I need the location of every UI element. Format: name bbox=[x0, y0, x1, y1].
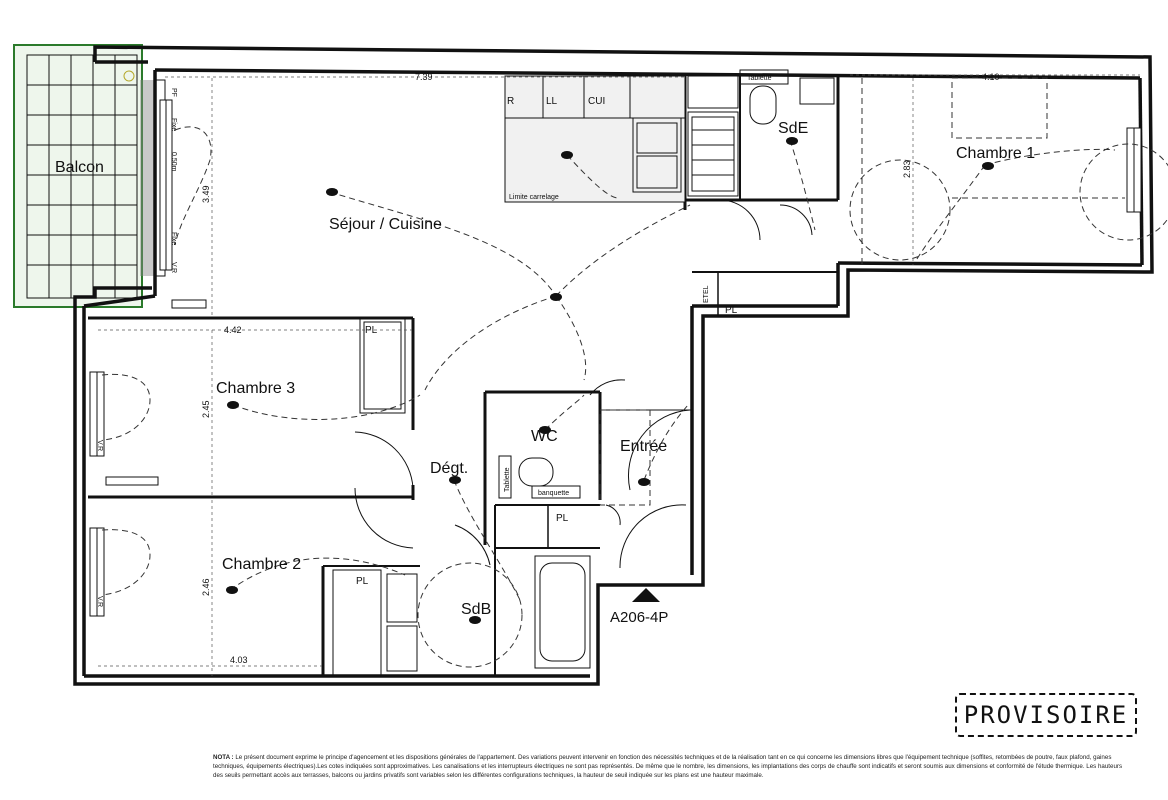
label-pl-chambre3: PL bbox=[365, 325, 378, 336]
label-vr-sejour: V.R bbox=[170, 262, 177, 273]
dim-chambre3-width: 4.42 bbox=[224, 325, 242, 335]
dim-sejour-depth: 3.49 bbox=[201, 185, 211, 203]
windows bbox=[89, 99, 1142, 617]
light-fixtures bbox=[226, 137, 994, 624]
door-swings bbox=[354, 199, 813, 569]
room-label-balcon: Balcon bbox=[55, 159, 104, 176]
dimension-lines bbox=[98, 74, 1140, 676]
dim-chambre1-width: 4.10 bbox=[982, 72, 1000, 82]
label-vr-chambre2: V.R bbox=[96, 596, 103, 607]
balcony bbox=[13, 44, 166, 308]
note-text: Le présent document exprime le principe … bbox=[213, 754, 1123, 779]
legal-note: NOTA : Le présent document exprime le pr… bbox=[213, 753, 1131, 780]
room-label-sdb: SdB bbox=[461, 601, 491, 618]
label-pl-degt: PL bbox=[556, 513, 569, 524]
label-cui: CUI bbox=[588, 96, 605, 107]
label-fixe-2: Fixe bbox=[170, 232, 177, 245]
label-pf-sejour: PF bbox=[170, 88, 177, 97]
label-pl-etel: PL bbox=[725, 305, 738, 316]
room-label-chambre3: Chambre 3 bbox=[216, 380, 295, 397]
entrance-arrow-icon bbox=[632, 588, 660, 602]
room-label-wc: WC bbox=[531, 428, 558, 445]
label-tablette-wc: Tablette bbox=[504, 467, 511, 492]
label-tablette-sde: Tablette bbox=[747, 75, 772, 82]
electrical-circuits bbox=[101, 126, 1116, 668]
note-title: NOTA : bbox=[213, 754, 234, 761]
label-ll: LL bbox=[546, 96, 558, 107]
chambre1-furniture bbox=[599, 77, 1168, 506]
label-fixe-1: Fixe bbox=[170, 118, 177, 131]
room-label-sde: SdE bbox=[778, 120, 808, 137]
label-etel: ETEL bbox=[703, 285, 710, 303]
dim-sejour-width: 7.39 bbox=[415, 72, 433, 82]
sde-fixtures bbox=[687, 69, 835, 197]
dim-chambre2-depth: 2.46 bbox=[201, 578, 211, 596]
kitchen bbox=[504, 75, 686, 203]
room-label-degt: Dégt. bbox=[430, 460, 468, 477]
label-banquette: banquette bbox=[538, 490, 569, 497]
label-pl-chambre2: PL bbox=[356, 576, 369, 587]
lot-number: A206-4P bbox=[610, 609, 668, 626]
room-label-sejour: Séjour / Cuisine bbox=[329, 216, 442, 233]
label-limite-carrelage: Limite carrelage bbox=[509, 194, 559, 201]
bathtub bbox=[534, 555, 591, 669]
dim-chambre1-depth: 2.83 bbox=[902, 160, 912, 178]
room-label-chambre1: Chambre 1 bbox=[956, 145, 1035, 162]
dim-chambre3-depth: 2.45 bbox=[201, 400, 211, 418]
exterior-walls bbox=[73, 45, 1154, 686]
provisoire-stamp: PROVISOIRE bbox=[955, 693, 1137, 737]
room-label-chambre2: Chambre 2 bbox=[222, 556, 301, 573]
dim-chambre2-width: 4.03 bbox=[230, 655, 248, 665]
label-vr-chambre3: V.R bbox=[96, 440, 103, 451]
wc-fixtures bbox=[332, 317, 581, 676]
room-label-entree: Entrée bbox=[620, 438, 667, 455]
label-r: R bbox=[507, 96, 514, 107]
label-ouvrant: 0.50m bbox=[170, 152, 177, 172]
